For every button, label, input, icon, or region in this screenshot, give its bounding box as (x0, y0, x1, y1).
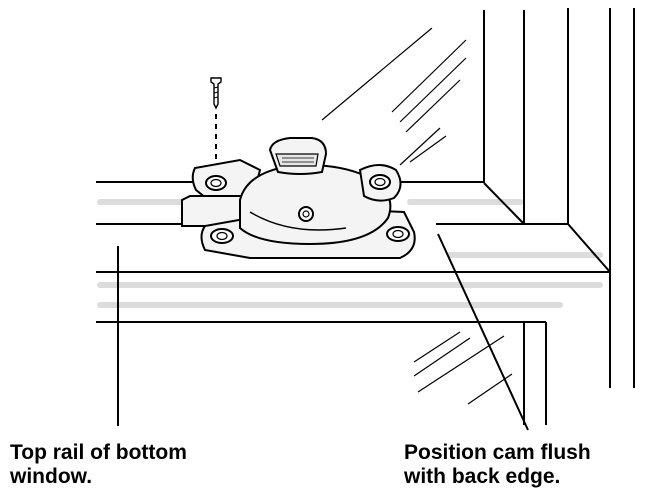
cam-leader (437, 233, 529, 431)
cam-position-label: Position cam flush with back edge. (404, 441, 591, 489)
callout-lines (117, 233, 529, 431)
screw-icon (210, 77, 222, 168)
rail-texture (97, 199, 603, 308)
top-rail-label-line1: Top rail of bottom (10, 441, 187, 464)
lower-glass-reflections (413, 331, 513, 405)
cam-position-label-line2: with back edge. (404, 465, 561, 488)
top-rail-label: Top rail of bottom window. (10, 441, 187, 489)
upper-glass-reflections (321, 27, 467, 166)
top-rail-label-line2: window. (10, 465, 93, 488)
window-frame (483, 8, 635, 388)
cam-position-label-line1: Position cam flush (404, 441, 591, 464)
sash-lock-icon (181, 137, 416, 259)
